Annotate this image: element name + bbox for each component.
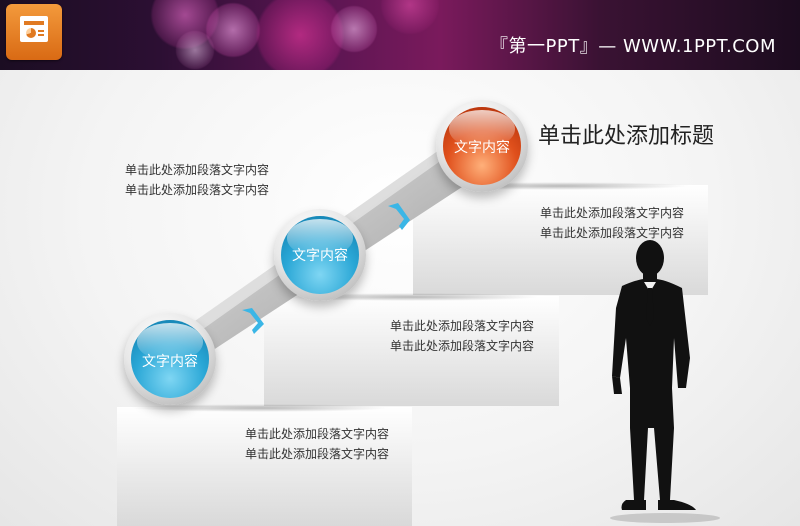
step-label-1: 文字内容 bbox=[142, 354, 198, 370]
paragraph-line: 单击此处添加段落文字内容 bbox=[390, 319, 535, 333]
paragraph-line: 单击此处添加段落文字内容 bbox=[125, 183, 270, 197]
chevron-right-icon bbox=[388, 203, 410, 230]
paragraph-line: 单击此处添加段落文字内容 bbox=[540, 206, 685, 220]
paragraph-line: 单击此处添加段落文字内容 bbox=[540, 226, 685, 240]
powerpoint-icon bbox=[6, 4, 62, 60]
paragraph-step2: 单击此处添加段落文字内容 单击此处添加段落文字内容 bbox=[390, 316, 534, 356]
businessman-silhouette bbox=[610, 240, 720, 523]
bokeh-light bbox=[175, 30, 215, 70]
paragraph-step1: 单击此处添加段落文字内容 单击此处添加段落文字内容 bbox=[245, 424, 389, 464]
header-banner: 『第一PPT』— WWW.1PPT.COM bbox=[0, 0, 800, 70]
chevron-right-icon bbox=[242, 308, 264, 334]
paragraph-step3: 单击此处添加段落文字内容 单击此处添加段落文字内容 bbox=[540, 203, 684, 243]
step-platform-1 bbox=[117, 407, 412, 526]
paragraph-top-left: 单击此处添加段落文字内容 单击此处添加段落文字内容 bbox=[125, 160, 269, 200]
paragraph-line: 单击此处添加段落文字内容 bbox=[245, 427, 390, 441]
platform-shadow bbox=[130, 404, 390, 412]
step-platform-2 bbox=[264, 296, 559, 406]
step-platform-3 bbox=[413, 185, 708, 295]
slide-title: 单击此处添加标题 bbox=[538, 124, 715, 149]
paragraph-line: 单击此处添加段落文字内容 bbox=[125, 163, 270, 177]
step-circle-3: 文字内容 bbox=[436, 100, 528, 192]
site-title: 『第一PPT』— WWW.1PPT.COM bbox=[490, 36, 776, 57]
platform-shadow bbox=[280, 293, 540, 301]
step-label-2: 文字内容 bbox=[292, 248, 348, 264]
step-circle-1: 文字内容 bbox=[124, 313, 216, 405]
paragraph-line: 单击此处添加段落文字内容 bbox=[390, 339, 535, 353]
paragraph-line: 单击此处添加段落文字内容 bbox=[245, 447, 390, 461]
step-circle-2: 文字内容 bbox=[274, 209, 366, 301]
platform-shadow bbox=[430, 182, 690, 190]
bokeh-light bbox=[330, 5, 378, 53]
step-label-3: 文字内容 bbox=[454, 140, 510, 156]
